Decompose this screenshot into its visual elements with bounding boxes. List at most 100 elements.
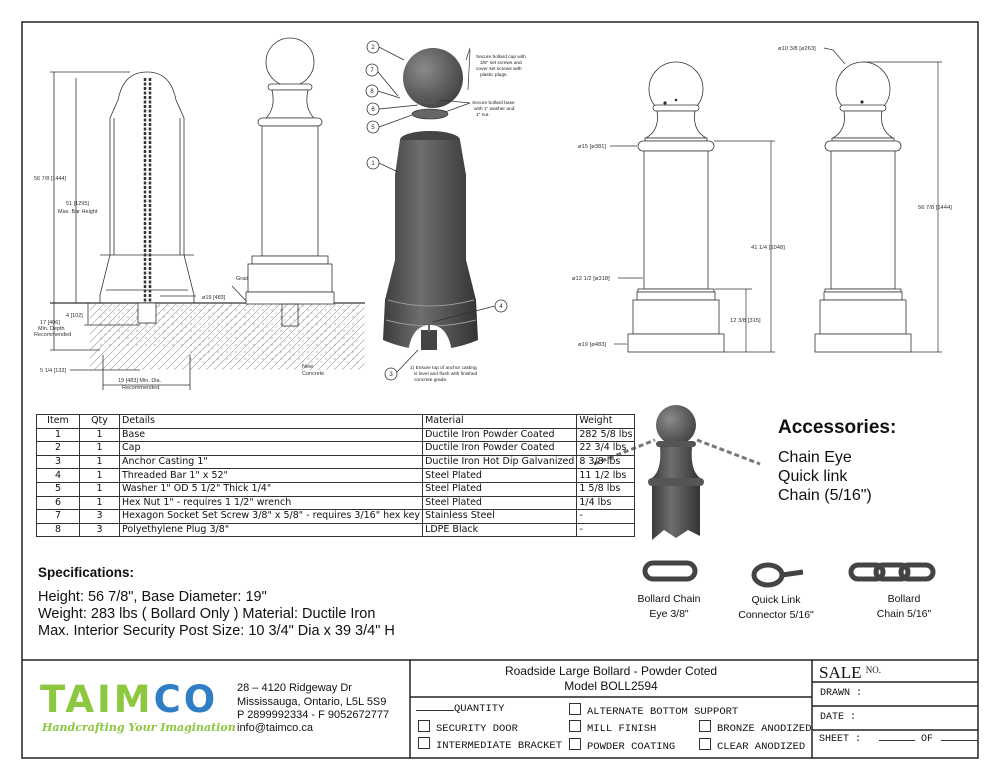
dim-bar-note: Max. Bar Height — [58, 209, 98, 215]
callout-3: 3 — [389, 372, 393, 378]
cell-item: 6 — [36, 495, 80, 511]
dim-base-label: 12 3/8 [315] — [730, 318, 761, 324]
concrete-label-1: New — [302, 364, 313, 370]
cell-item: 5 — [36, 481, 80, 497]
address-line-2: Mississauga, Ontario, L5L 5S9 — [237, 696, 387, 708]
checkbox[interactable] — [569, 703, 581, 715]
note-anchor-1: 1) Ensure top of anchor casting — [410, 365, 477, 371]
title-block-frame — [22, 659, 978, 758]
note-cap-2: 3/8" set screws and — [480, 60, 522, 66]
note-base-1: Secure bollard base — [472, 100, 515, 106]
label-line: Quick Link — [751, 594, 801, 606]
cell-qty: 3 — [79, 522, 120, 538]
callout-7: 7 — [370, 68, 374, 74]
option-label: CLEAR ANODIZED — [717, 741, 806, 753]
callouts — [365, 40, 508, 381]
header-details: Details — [118, 414, 424, 429]
cell-details: Polyethylene Plug 3/8" — [118, 522, 424, 538]
checkbox[interactable] — [569, 720, 581, 732]
cell-item: 8 — [36, 522, 80, 538]
concrete-label-2: Concrete — [302, 371, 324, 377]
accessory-icons — [642, 560, 936, 588]
cell-item: 4 — [36, 468, 80, 483]
cell-material: Ductile Iron Powder Coated — [422, 441, 578, 456]
option-bronze-anodized[interactable]: BRONZE ANODIZED — [699, 720, 812, 735]
elevation-small — [231, 37, 335, 327]
drawing-title: Roadside Large Bollard - Powder Coted Mo… — [410, 664, 812, 694]
note-base-2: with 1" washer and — [474, 106, 515, 112]
dim-depth-note1: Min. Depth — [38, 326, 65, 332]
option-powder-coating[interactable]: POWDER COATING — [569, 738, 675, 753]
cell-qty: 1 — [79, 468, 120, 483]
cell-material: Ductile Iron Powder Coated — [422, 427, 578, 443]
header-qty: Qty — [79, 414, 120, 429]
cell-weight: 282 5/8 lbs — [576, 427, 636, 443]
label-line: Bollard — [887, 593, 921, 605]
dim-depth-note2: Recommended — [34, 332, 71, 338]
note-cap-3: cover set screws with — [476, 66, 522, 72]
cell-item: 1 — [36, 427, 80, 443]
note-anchor-2: is level and flush with finished — [414, 371, 478, 377]
option-security-door[interactable]: SECURITY DOOR — [418, 720, 518, 735]
note-anchor-3: concrete grade. — [414, 377, 447, 383]
dim-bar-label: 51 [1295] — [66, 201, 89, 207]
phone-fax: P 2899992334 - F 9052672777 — [237, 709, 390, 721]
option-clear-anodized[interactable]: CLEAR ANODIZED — [699, 738, 805, 753]
table-header-row: Item Qty Details Material Weight — [36, 414, 636, 429]
dia-base-label: ø19 [ø483] — [578, 342, 606, 348]
accessory-item: Chain (5/16") — [778, 487, 872, 504]
grade-label: Grade — [236, 276, 251, 282]
cell-material: Steel Plated — [422, 495, 578, 511]
option-label: INTERMEDIATE BRACKET — [436, 740, 563, 752]
dim-body-label: 41 1/4 [1048] — [751, 245, 785, 251]
elevation-dim-lines — [610, 47, 942, 353]
checkbox[interactable] — [699, 720, 711, 732]
callout-8: 8 — [370, 89, 374, 95]
cell-details: Washer 1" OD 5 1/2" Thick 1/4" — [118, 481, 424, 497]
sheet-field: SHEET :OF — [819, 734, 978, 745]
quantity-field[interactable]: QUANTITY — [416, 703, 504, 715]
option-intermediate-bracket[interactable]: INTERMEDIATE BRACKET — [418, 737, 562, 752]
sale-no-label: NO. — [865, 665, 881, 675]
cell-qty: 1 — [79, 441, 120, 456]
cell-details: Threaded Bar 1" x 52" — [118, 468, 424, 483]
header-item: Item — [36, 414, 80, 429]
option-alternate-bottom[interactable]: ALTERNATE BOTTOM SUPPORT — [569, 703, 738, 718]
checkbox[interactable] — [418, 720, 430, 732]
cell-item: 2 — [36, 441, 80, 456]
accessory-item: Chain Eye — [778, 449, 852, 466]
cell-material: Steel Plated — [422, 468, 578, 483]
accessory-item: Quick link — [778, 468, 848, 485]
page-border — [21, 21, 979, 759]
cell-weight: 1 5/8 lbs — [576, 481, 636, 497]
email: info@taimco.ca — [237, 722, 313, 734]
sale-label: SALE — [819, 663, 862, 682]
sale-no-field: SALE NO. — [819, 663, 881, 683]
dia-ball-label: ø10 3/8 [ø263] — [778, 46, 816, 52]
cell-weight: 22 3/4 lbs — [576, 441, 636, 456]
option-label: SECURITY DOOR — [436, 723, 518, 735]
of-label: OF — [921, 734, 934, 745]
dim-base-dia-label: ø19 [483] — [202, 295, 226, 301]
checkbox[interactable] — [699, 738, 711, 750]
title-text: Roadside Large Bollard - Powder Coted — [504, 664, 718, 678]
cell-weight: - — [576, 509, 636, 524]
option-mill-finish[interactable]: MILL FINISH — [569, 720, 656, 735]
company-logo: TAIMCO — [40, 678, 219, 721]
section-dimensions: 56 7/8 [1444] 51 [1295] Max. Bar Height … — [34, 176, 324, 391]
dim-depth-label: 17 [406] — [40, 320, 60, 326]
callout-4: 4 — [499, 304, 503, 310]
checkbox[interactable] — [569, 738, 581, 750]
dim-height-label: 56 7/8 [1444] — [34, 176, 67, 182]
cell-material: Steel Plated — [422, 481, 578, 497]
option-label: BRONZE ANODIZED — [717, 723, 812, 735]
header-weight: Weight — [576, 414, 636, 429]
cell-weight: 11 1/2 lbs — [576, 468, 636, 483]
bollard-with-chain-render — [593, 405, 761, 540]
cell-details: Hexagon Socket Set Screw 3/8" x 5/8" - r… — [118, 509, 424, 524]
note-cap-4: plastic plugs. — [480, 72, 508, 78]
checkbox[interactable] — [418, 737, 430, 749]
